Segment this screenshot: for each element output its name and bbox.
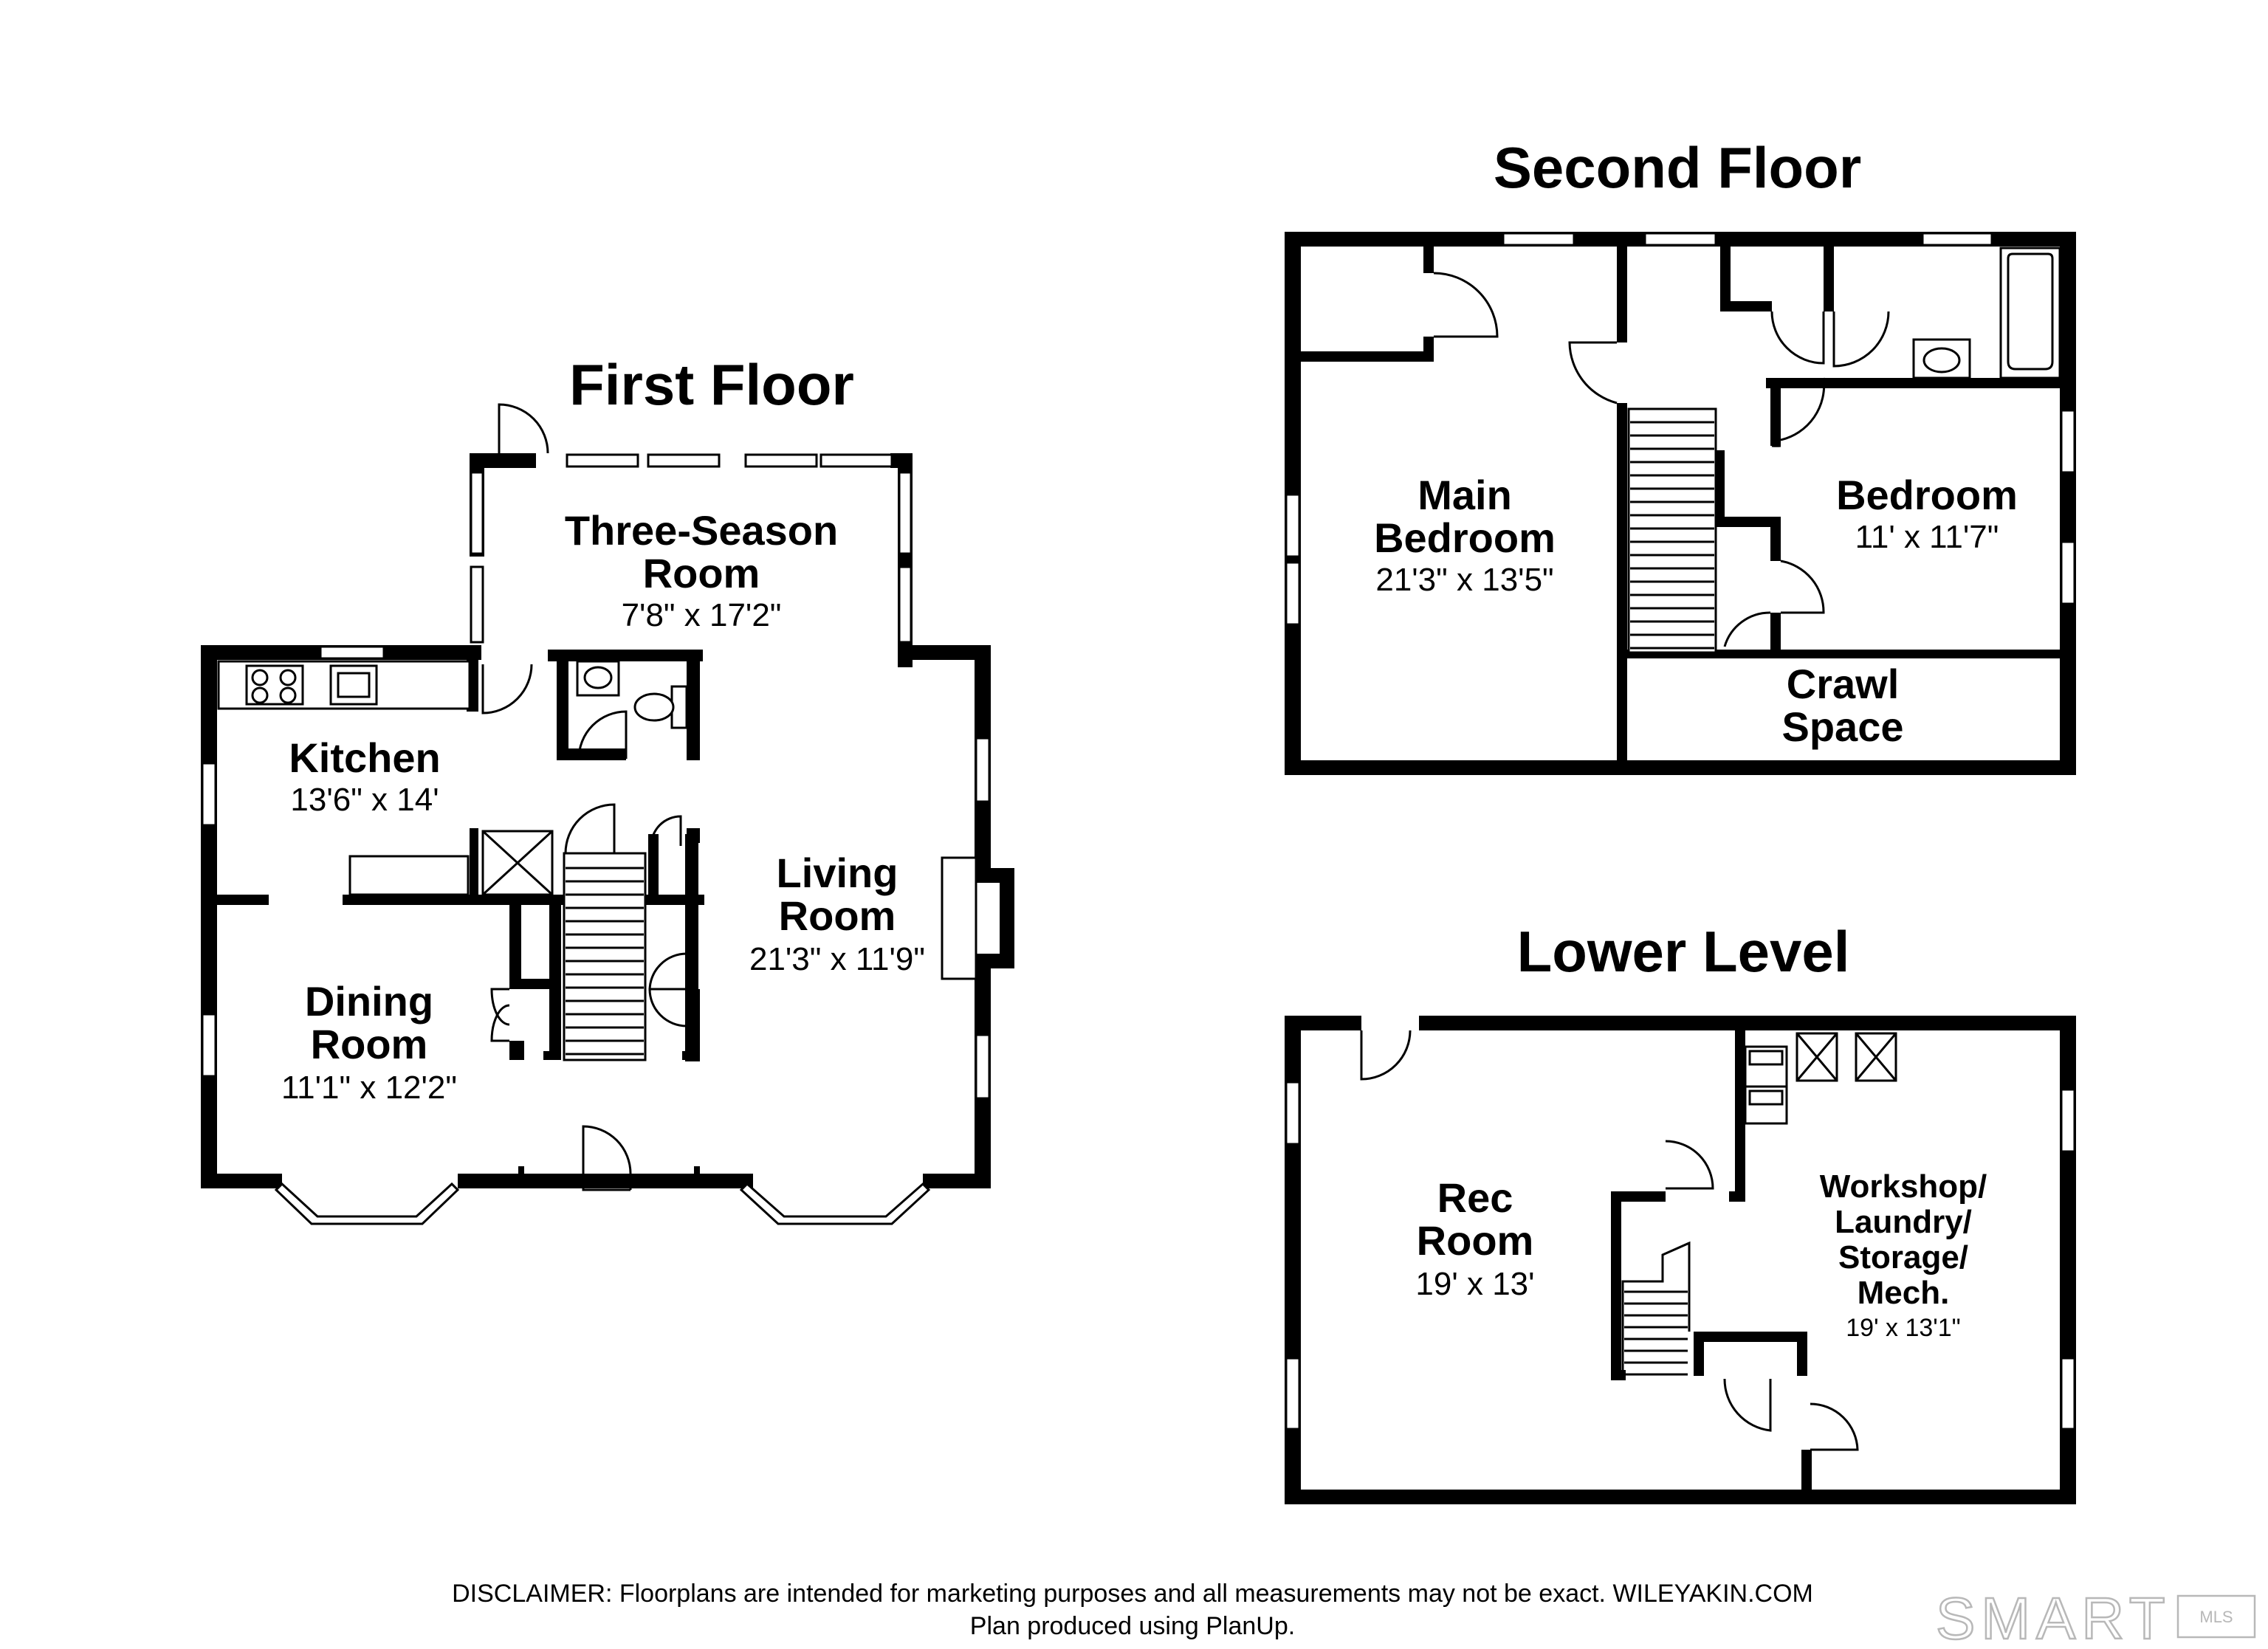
kitchen-name: Kitchen: [289, 734, 440, 781]
first-floor-doors: [481, 403, 687, 1191]
dining-name-line1: Dining: [305, 978, 433, 1025]
first-floor-stairs: [563, 852, 647, 1061]
dining-bay-window: [274, 1182, 460, 1225]
three-season-windows: [470, 453, 913, 644]
main-bedroom-name-line1: Main: [1418, 472, 1512, 518]
lower-level-windows: [1285, 1081, 2076, 1431]
first-floor-room-labels: Three-Season Room 7'8" x 17'2" Kitchen 1…: [281, 507, 925, 1106]
second-floor-outer-walls: [1285, 232, 2076, 775]
workshop-name-line4: Mech.: [1858, 1275, 1950, 1311]
living-name-line2: Room: [779, 892, 896, 939]
second-floor-plan: [1285, 232, 2076, 775]
second-floor-windows: [1285, 232, 2076, 626]
main-bedroom-name-line2: Bedroom: [1374, 514, 1556, 561]
second-floor-doors: [1433, 272, 1890, 647]
lower-level-room-labels: Rec Room 19' x 13' Workshop/ Laundry/ St…: [1415, 1168, 1987, 1342]
dining-dims: 11'1" x 12'2": [281, 1070, 457, 1106]
fireplace: [941, 856, 977, 980]
lower-level-fixtures: [1621, 1032, 1897, 1379]
smart-mls-logo: SMART MLS: [1935, 1585, 2256, 1649]
main-bedroom-dims: 21'3" x 13'5": [1375, 562, 1553, 598]
lower-level-title: Lower Level: [1517, 919, 1850, 984]
first-floor-plan: [201, 403, 1014, 1225]
workshop-dims: 19' x 13'1": [1846, 1314, 1961, 1342]
disclaimer-line2: Plan produced using PlanUp.: [970, 1612, 1295, 1640]
workshop-name-line2: Laundry/: [1835, 1204, 1972, 1240]
three-season-name-line2: Room: [643, 550, 760, 596]
floor-titles: First Floor Second Floor Lower Level: [569, 135, 1861, 984]
workshop-name-line1: Workshop/: [1820, 1168, 1987, 1205]
workshop-name-line3: Storage/: [1838, 1239, 1968, 1276]
living-dims: 21'3" x 11'9": [749, 941, 925, 977]
lower-level-plan: [1285, 1016, 2076, 1504]
rec-room-name-line1: Rec: [1437, 1174, 1513, 1221]
first-floor-interior-walls: [217, 660, 704, 1188]
rec-room-dims: 19' x 13': [1415, 1266, 1534, 1302]
second-floor-interior-walls: [1299, 247, 2066, 760]
kitchen-dims: 13'6" x 14': [290, 782, 439, 818]
living-name-line1: Living: [777, 850, 898, 896]
crawl-space-name-line2: Space: [1782, 703, 1904, 750]
logo-text: SMART: [1936, 1586, 2171, 1649]
half-bath-fixtures: [576, 660, 688, 729]
kitchen-fixtures: [217, 660, 554, 896]
dining-name-line2: Room: [311, 1021, 428, 1067]
three-season-name-line1: Three-Season: [565, 507, 838, 554]
logo-suffix: MLS: [2199, 1608, 2233, 1626]
disclaimer-line1: DISCLAIMER: Floorplans are intended for …: [452, 1580, 1813, 1608]
bedroom-name: Bedroom: [1836, 472, 2018, 518]
bedroom-dims: 11' x 11'7": [1855, 519, 1999, 555]
second-floor-fixtures: [1627, 247, 2061, 654]
rec-room-name-line2: Room: [1417, 1217, 1534, 1264]
crawl-space-name-line1: Crawl: [1787, 661, 1900, 707]
first-floor-title: First Floor: [569, 352, 854, 417]
logo-badge: [2176, 1594, 2256, 1639]
second-floor-room-labels: Main Bedroom 21'3" x 13'5" Bedroom 11' x…: [1374, 472, 2018, 750]
three-season-dims: 7'8" x 17'2": [622, 597, 782, 633]
first-floor-windows: [201, 645, 991, 1100]
footer: DISCLAIMER: Floorplans are intended for …: [452, 1580, 1813, 1640]
second-floor-title: Second Floor: [1494, 135, 1861, 200]
lower-level-doors: [1360, 1030, 1859, 1451]
living-bay-window: [739, 1182, 931, 1225]
